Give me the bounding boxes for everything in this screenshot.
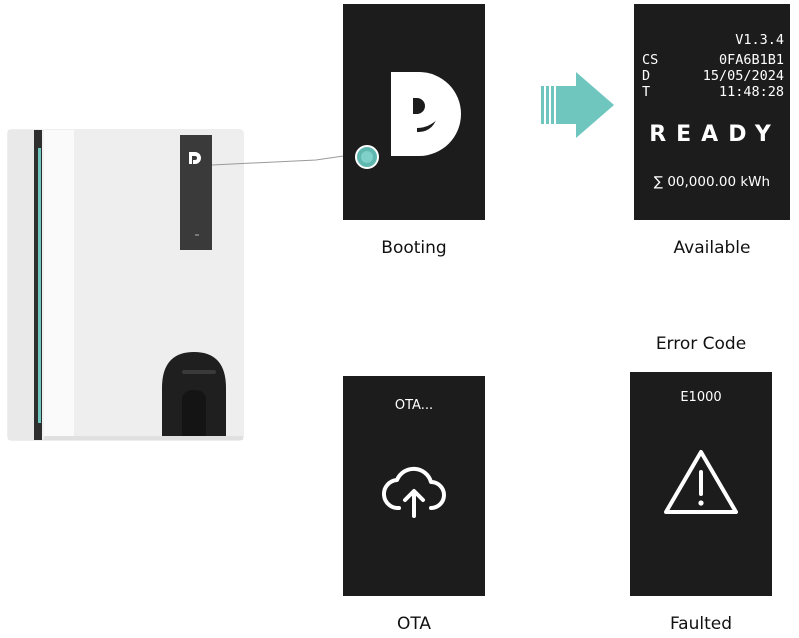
brand-logo-icon — [391, 72, 461, 156]
energy-reading: ∑ 00,000.00 kWh — [634, 174, 790, 190]
faulted-caption: Faulted — [669, 614, 733, 634]
charger-logo-icon — [189, 152, 201, 164]
faulted-screen: E1000 — [630, 372, 772, 596]
cs-label: CS — [642, 52, 659, 68]
status-text: READY — [649, 122, 781, 147]
firmware-version: V1.3.4 — [735, 32, 784, 48]
ota-caption: OTA — [396, 614, 432, 634]
available-caption: Available — [673, 238, 751, 258]
charger-illustration — [7, 72, 614, 441]
sum-icon: ∑ — [653, 174, 664, 190]
arrow-right-icon — [541, 72, 614, 138]
booting-screen — [343, 4, 485, 220]
led-indicator-icon — [355, 145, 379, 169]
energy-value: 00,000.00 kWh — [667, 174, 771, 190]
time-label: T — [642, 84, 651, 100]
ota-title: OTA... — [394, 398, 434, 413]
error-code-value: E1000 — [680, 390, 722, 405]
cloud-upload-icon — [381, 466, 446, 518]
booting-caption: Booting — [381, 238, 447, 258]
time-value: 11:48:28 — [718, 84, 784, 100]
date-value: 15/05/2024 — [702, 68, 784, 84]
error-code-header: Error Code — [655, 334, 747, 354]
available-screen: V1.3.4 CS 0FA6B1B1 D 15/05/2024 T 11:48:… — [634, 4, 790, 220]
warning-triangle-icon — [664, 450, 738, 514]
ota-screen: OTA... — [343, 376, 485, 596]
cs-value: 0FA6B1B1 — [718, 52, 784, 68]
date-label: D — [642, 68, 651, 84]
